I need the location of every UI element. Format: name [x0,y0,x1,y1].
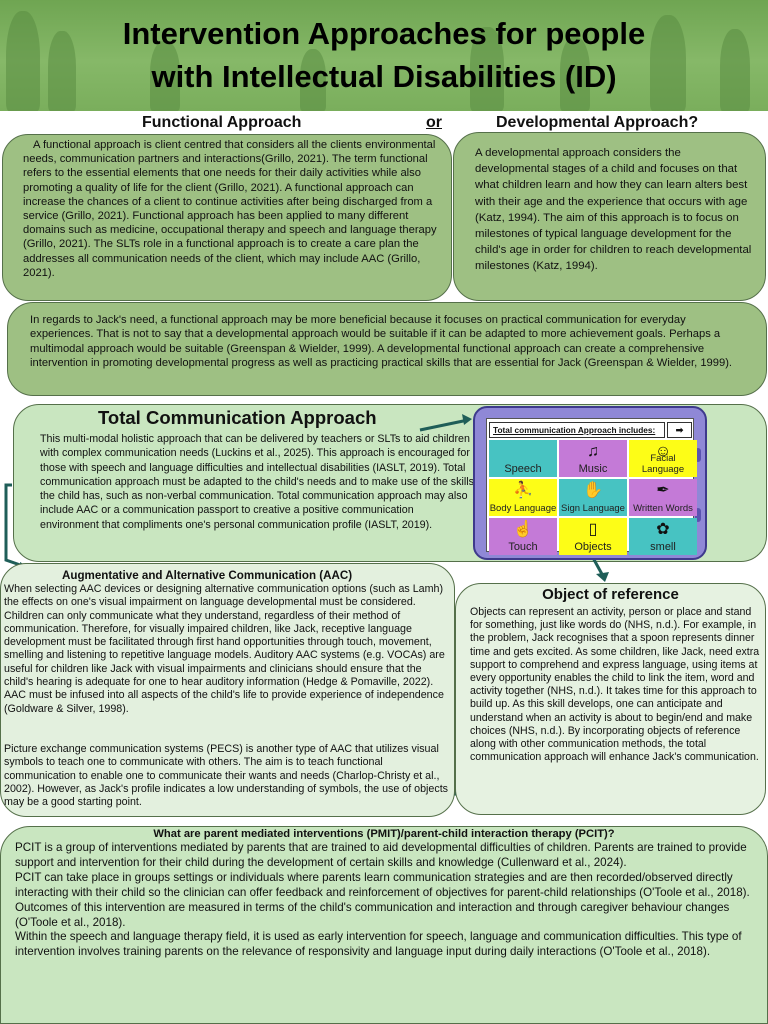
tile-speech[interactable]: Speech [489,440,557,477]
body-icon: ⛹ [513,482,533,499]
silhouette-decoration [6,11,40,111]
object-of-reference-text: Objects can represent an activity, perso… [470,606,760,764]
pcit-body: PCIT is a group of interventions mediate… [15,841,768,960]
silhouette-decoration [48,31,76,111]
jack-needs-box: In regards to Jack's need, a functional … [7,302,767,396]
tablet-screen: Total communication Approach includes: ➡… [486,418,697,555]
pcit-heading: What are parent mediated interventions (… [153,828,615,840]
tile-written-words[interactable]: ✒ Written Words [629,479,697,516]
pcit-paragraph: PCIT can take place in groups settings o… [15,870,750,899]
arrowhead-oor [596,572,609,582]
phone-icon: ▯ [588,521,598,538]
pcit-paragraph: Outcomes of this intervention are measur… [15,900,730,929]
touch-icon: ☝ [513,521,533,538]
functional-approach-heading: Functional Approach [142,114,302,131]
pcit-paragraph: Within the speech and language therapy f… [15,930,742,959]
object-of-reference-box: Object of reference Objects can represen… [455,583,766,815]
tile-smell[interactable]: ✿ smell [629,518,697,555]
nose-icon: ✿ [656,521,670,538]
tile-label: Body Language [489,503,557,514]
page-title: Intervention Approaches for people with … [0,12,768,98]
arrow-right-icon[interactable]: ➡ [667,422,692,438]
tile-label: Sign Language [561,503,625,514]
aac-text: When selecting AAC devices or designing … [4,583,445,715]
silhouette-decoration [720,29,750,111]
hand-icon: ✋ [583,482,603,499]
tile-music[interactable]: ♫ Music [559,440,627,477]
developmental-approach-heading: Developmental Approach? [496,114,699,131]
functional-approach-text: A functional approach is client centred … [23,139,437,279]
tile-label: Objects [574,541,612,553]
tile-sign-language[interactable]: ✋ Sign Language [559,479,627,516]
tile-body-language[interactable]: ⛹ Body Language [489,479,557,516]
tablet-header: Total communication Approach includes: [489,422,665,438]
developmental-approach-text: A developmental approach considers the d… [475,147,752,273]
silhouette-decoration [560,37,590,111]
tile-label: Music [578,463,608,475]
tile-facial-language[interactable]: ☺ Facial Language [629,440,697,477]
total-communication-heading: Total Communication Approach [98,407,377,428]
pcit-paragraph: PCIT is a group of interventions mediate… [15,841,747,869]
tablet-illustration: Total communication Approach includes: ➡… [473,406,707,560]
tile-objects[interactable]: ▯ Objects [559,518,627,555]
total-communication-text: This multi-modal holistic approach that … [40,433,474,531]
aac-heading: Augmentative and Alternative Communicati… [62,569,353,582]
silhouette-decoration [470,27,504,111]
tablet-side-button [695,508,701,522]
tile-touch[interactable]: ☝ Touch [489,518,557,555]
tile-label: Written Words [633,503,693,514]
tile-label: Facial Language [641,453,685,475]
title-line-1: Intervention Approaches for people [122,16,646,51]
tile-label: Touch [508,541,538,553]
title-line-2: with Intellectual Disabilities (ID) [151,59,617,94]
pen-icon: ✒ [656,482,670,499]
tablet-side-button [695,448,701,462]
tile-label: smell [650,541,676,553]
functional-approach-box: A functional approach is client centred … [2,134,452,301]
developmental-approach-box: A developmental approach considers the d… [453,132,766,301]
pcit-box: What are parent mediated interventions (… [0,826,768,1024]
tile-label: Speech [504,463,542,475]
object-of-reference-heading: Object of reference [542,586,679,603]
silhouette-decoration [150,41,180,111]
jack-needs-text: In regards to Jack's need, a functional … [30,314,733,369]
or-heading: or [426,114,442,131]
header-banner: Intervention Approaches for people with … [0,0,768,111]
music-note-icon: ♫ [587,443,599,460]
silhouette-decoration [650,15,686,111]
silhouette-decoration [300,49,326,111]
aac-box [0,563,455,817]
pecs-text: Picture exchange communication systems (… [4,743,449,809]
face-icon: ☺ [654,443,672,460]
